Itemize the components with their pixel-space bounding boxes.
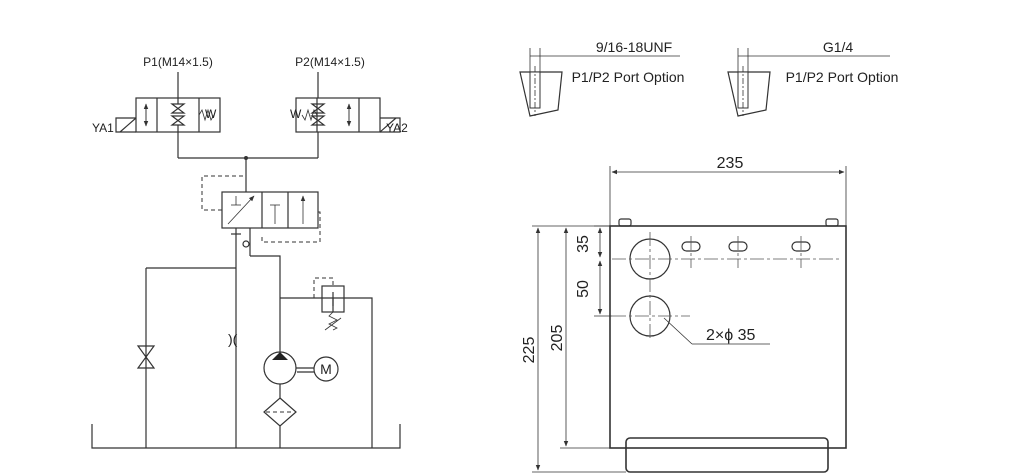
port-option-1: 9/16-18UNF P1/P2 Port Option — [519, 39, 685, 117]
dim-height-total: 225 — [521, 337, 538, 364]
spring-label-right: W — [290, 107, 302, 121]
check-valve-right — [295, 97, 401, 158]
shutoff-valve — [136, 345, 156, 369]
pump-motor-unit — [263, 298, 339, 448]
dim-hole-spacing: 50 — [575, 280, 592, 298]
check-valve-left — [115, 97, 221, 158]
reservoir-base — [625, 437, 829, 473]
port-option-2-thread: G1/4 — [823, 39, 854, 55]
solenoid-label-ya1: YA1 — [92, 121, 114, 135]
spring-label-left: W — [205, 107, 217, 121]
orifice-symbol: )( — [228, 331, 238, 347]
reservoir — [91, 424, 401, 449]
relief-valve — [280, 277, 373, 448]
dimension-drawing: 235 2×ϕ 35 35 50 — [521, 155, 847, 473]
dim-hole-top: 35 — [575, 235, 592, 253]
dim-width: 235 — [717, 155, 744, 172]
port-p2-label: P2(M14×1.5) — [295, 55, 365, 69]
dim-height-inner: 205 — [549, 325, 566, 352]
block-body — [609, 225, 847, 449]
hydraulic-schematic: P1(M14×1.5) P2(M14×1.5) W YA1 — [91, 55, 408, 449]
port-option-1-caption: P1/P2 Port Option — [572, 69, 685, 85]
motor-label: M — [320, 361, 332, 377]
port-option-2-caption: P1/P2 Port Option — [786, 69, 899, 85]
dim-holes: 2×ϕ 35 — [706, 327, 756, 344]
directional-valve — [201, 175, 321, 256]
solenoid-label-ya2: YA2 — [386, 121, 408, 135]
port-option-2: G1/4 P1/P2 Port Option — [727, 39, 899, 117]
port-option-1-thread: 9/16-18UNF — [596, 39, 672, 55]
port-p1-label: P1(M14×1.5) — [143, 55, 213, 69]
